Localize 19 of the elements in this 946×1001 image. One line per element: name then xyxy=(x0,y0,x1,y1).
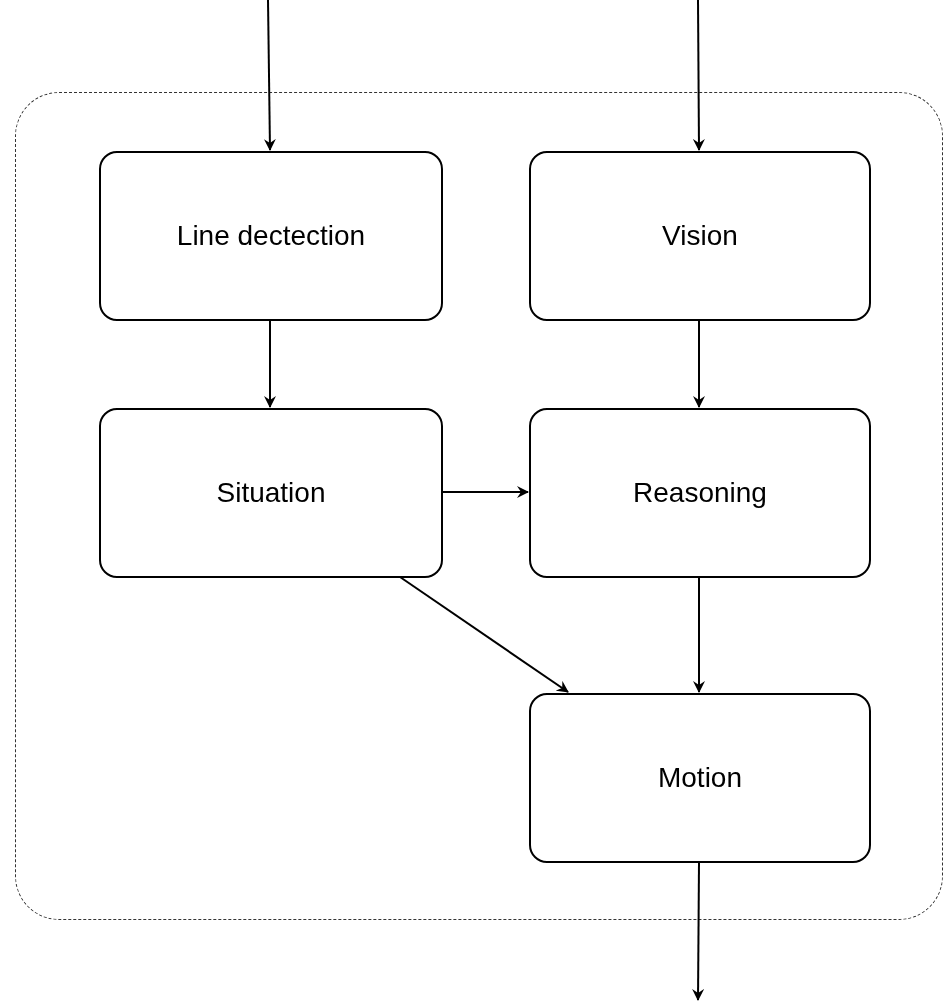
arrow xyxy=(441,486,529,498)
arrow xyxy=(399,576,569,693)
arrow xyxy=(263,0,276,151)
process-box xyxy=(529,408,871,578)
node-label: Situation xyxy=(215,477,327,509)
arrow xyxy=(264,319,276,408)
node-label: Line dectection xyxy=(175,220,367,252)
node-label: Reasoning xyxy=(632,477,768,509)
process-box xyxy=(529,151,871,321)
process-box xyxy=(99,408,443,578)
node-label: Vision xyxy=(661,220,739,252)
process-box xyxy=(99,151,443,321)
arrow xyxy=(692,0,705,151)
arrow xyxy=(693,576,705,693)
node-label: Motion xyxy=(656,762,743,794)
arrow xyxy=(693,319,705,408)
arrow xyxy=(692,861,705,1001)
group-boundary xyxy=(15,92,943,920)
process-box xyxy=(529,693,871,863)
